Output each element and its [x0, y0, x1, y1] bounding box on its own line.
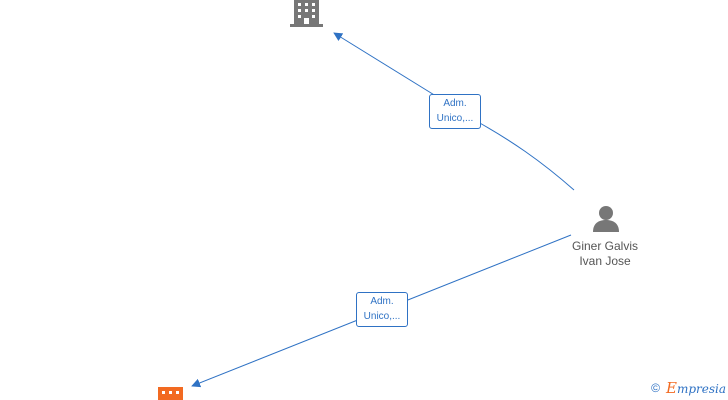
brand-initial: E: [665, 379, 677, 397]
building-icon[interactable]: [158, 387, 183, 400]
brand-logo: Empresia: [666, 379, 726, 397]
brand-rest: mpresia: [676, 382, 726, 396]
edge-label-line2: Unico,...: [436, 113, 474, 124]
copyright-icon: ©: [651, 381, 660, 395]
edge-label-line1: Adm.: [443, 98, 467, 109]
building-icon[interactable]: [290, 0, 323, 27]
edge-label-line1: Adm.: [370, 296, 394, 307]
edge-label-line2: Unico,...: [363, 311, 401, 322]
person-name[interactable]: Giner Galvis Ivan Jose: [560, 239, 650, 269]
person-name-line1: Giner Galvis: [571, 239, 639, 253]
person-name-line2: Ivan Jose: [579, 254, 631, 268]
edge-label-top[interactable]: Adm. Unico,...: [429, 94, 481, 129]
edge-label-bottom[interactable]: Adm. Unico,...: [356, 292, 408, 327]
watermark: © Empresia: [651, 379, 726, 397]
person-icon[interactable]: [593, 206, 619, 232]
